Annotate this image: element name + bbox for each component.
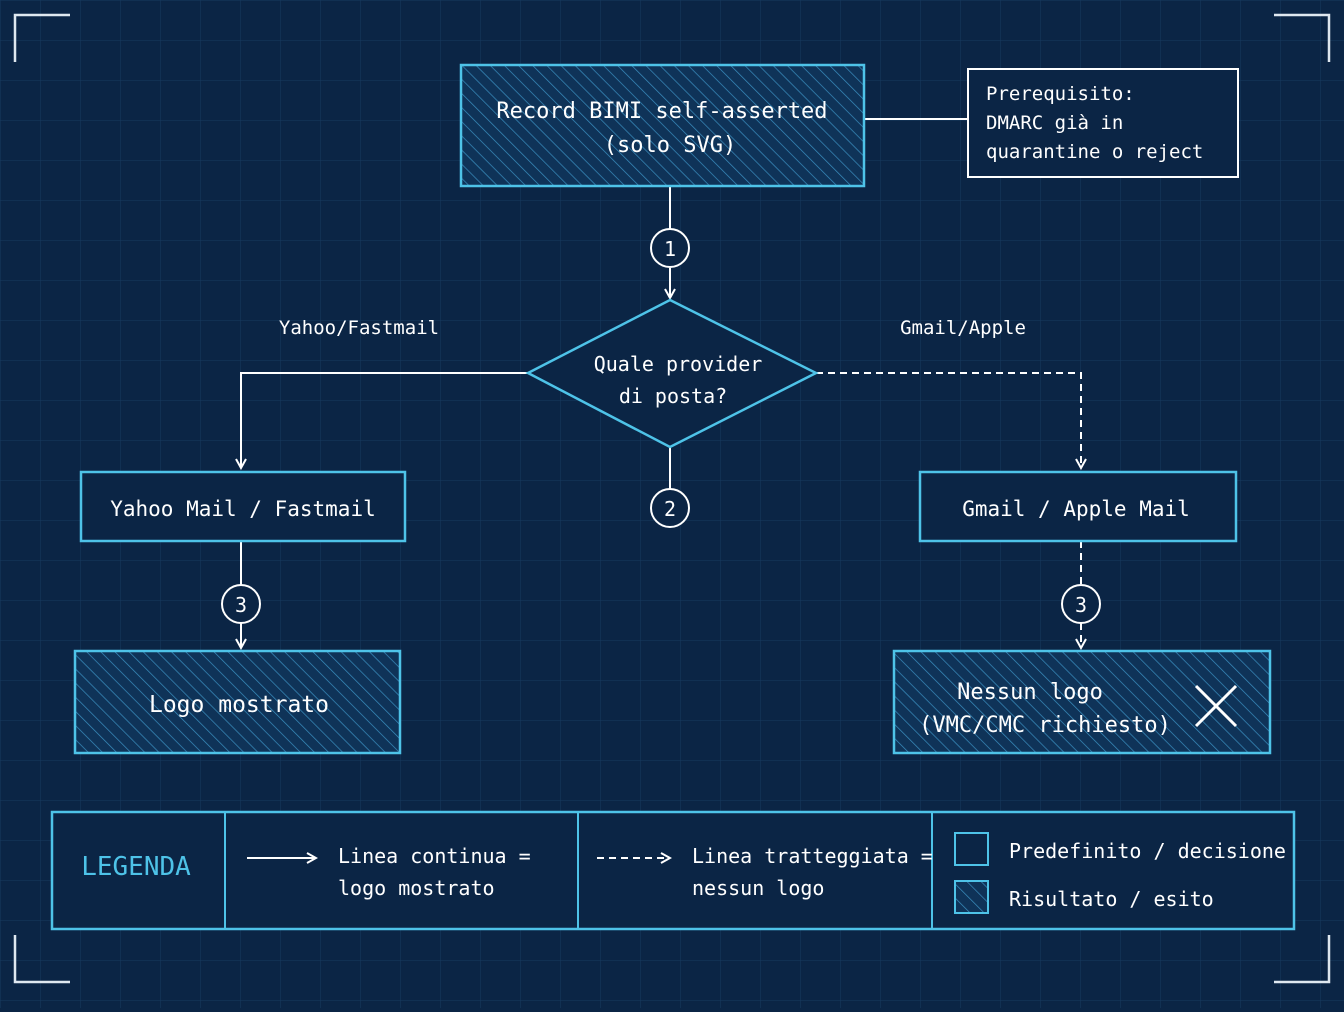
left-branch-label: Yahoo/Fastmail <box>279 317 439 339</box>
step-marker-3-right-label: 3 <box>1075 593 1087 617</box>
decision-line2: di posta? <box>619 384 727 408</box>
edge-decision-to-left <box>241 372 528 468</box>
legend-hatched-swatch <box>954 880 989 914</box>
legend-plain-label: Predefinito / decisione <box>1009 839 1286 863</box>
decision-line1: Quale provider <box>594 352 763 376</box>
decision-node: Quale provider di posta? <box>525 298 819 449</box>
step-marker-3-right: 3 <box>1061 584 1101 624</box>
step-marker-1-label: 1 <box>664 237 676 261</box>
right-result-line2: (VMC/CMC richiesto) <box>919 713 1171 738</box>
right-branch-label: Gmail/Apple <box>900 317 1026 339</box>
close-x-icon <box>1194 684 1238 728</box>
prereq-line2: DMARC già in <box>986 112 1123 134</box>
legend-solid-line1: Linea continua = <box>338 844 531 868</box>
legend-hatched-label: Risultato / esito <box>1009 887 1214 911</box>
legend-plain-swatch <box>954 832 989 866</box>
legend-dashed-line2: nessun logo <box>692 876 824 900</box>
start-node-line1: Record BIMI self-asserted <box>496 99 827 124</box>
left-provider-node: Yahoo Mail / Fastmail <box>79 470 407 543</box>
step-marker-2: 2 <box>650 488 690 528</box>
left-provider-label: Yahoo Mail / Fastmail <box>110 497 376 521</box>
prerequisite-note: Prerequisito: DMARC già in quarantine o … <box>967 68 1239 178</box>
legend: LEGENDA Linea continua = logo mostrato L… <box>50 810 1296 931</box>
left-result-node: Logo mostrato <box>73 649 402 755</box>
right-provider-node: Gmail / Apple Mail <box>918 470 1238 543</box>
edge-decision-to-right-dashed <box>816 372 1081 468</box>
left-result-label: Logo mostrato <box>149 692 329 718</box>
legend-solid-line2: logo mostrato <box>338 876 495 900</box>
step-marker-3-left-label: 3 <box>235 593 247 617</box>
legend-dashed-line1: Linea tratteggiata = <box>692 844 933 868</box>
start-node: Record BIMI self-asserted (solo SVG) <box>459 63 866 188</box>
prereq-line1: Prerequisito: <box>986 83 1135 105</box>
step-marker-2-label: 2 <box>664 497 676 521</box>
corner-brackets <box>13 13 1331 984</box>
step-marker-1: 1 <box>650 228 690 268</box>
right-provider-label: Gmail / Apple Mail <box>962 497 1190 521</box>
legend-title: LEGENDA <box>81 852 191 882</box>
right-result-line1: Nessun logo <box>957 680 1103 705</box>
right-result-node: Nessun logo (VMC/CMC richiesto) <box>892 649 1272 755</box>
prereq-line3: quarantine o reject <box>986 141 1203 163</box>
start-node-line2: (solo SVG) <box>604 133 736 158</box>
step-marker-3-left: 3 <box>221 584 261 624</box>
